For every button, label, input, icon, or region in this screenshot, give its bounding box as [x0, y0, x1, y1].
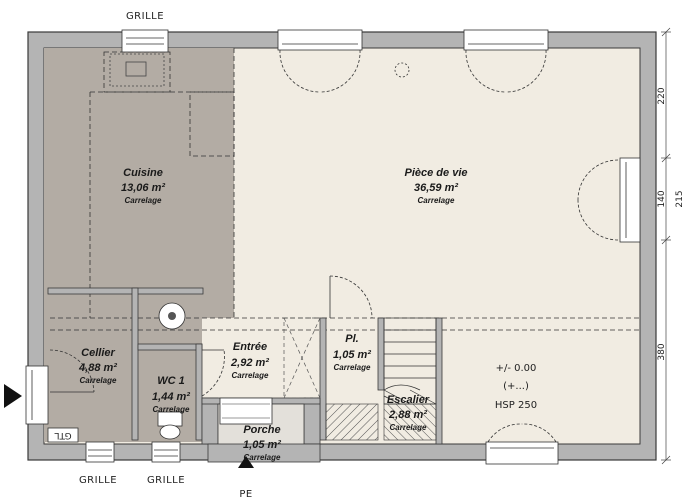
grilles — [85, 29, 181, 463]
ceiling-light — [394, 62, 410, 78]
svg-text:1,44 m²: 1,44 m² — [152, 391, 190, 403]
svg-text:Carrelage: Carrelage — [390, 423, 427, 432]
level-notes: +/- 0.00 (+...) HSP 250 — [495, 363, 537, 411]
dimension-line — [661, 27, 671, 465]
svg-text:+/- 0.00: +/- 0.00 — [496, 363, 537, 374]
svg-text:WC 1: WC 1 — [157, 375, 185, 387]
svg-text:Escalier: Escalier — [387, 394, 430, 406]
entry-door — [219, 397, 273, 425]
boiler — [158, 302, 186, 330]
svg-text:Carrelage: Carrelage — [125, 196, 162, 205]
gtl-box — [47, 427, 79, 443]
pe-label: PE — [239, 489, 252, 500]
grille-label-top: GRILLE — [126, 11, 164, 22]
svg-text:1,05 m²: 1,05 m² — [243, 439, 281, 451]
svg-text:Carrelage: Carrelage — [232, 371, 269, 380]
grille-label-bottom-2: GRILLE — [147, 475, 185, 486]
hob — [109, 53, 165, 87]
svg-text:Carrelage: Carrelage — [418, 196, 455, 205]
svg-text:Cuisine: Cuisine — [123, 167, 163, 179]
svg-text:Carrelage: Carrelage — [153, 405, 190, 414]
svg-text:Entrée: Entrée — [233, 341, 267, 353]
windows — [25, 29, 641, 465]
kitchen-counters — [50, 48, 640, 331]
room-label-escalier: Escalier 2,88 m² Carrelage — [387, 394, 430, 432]
staircase — [383, 317, 437, 405]
hatched-zones — [325, 403, 437, 441]
room-label-entree: Entrée 2,92 m² Carrelage — [230, 341, 269, 380]
room-label-cellier: Cellier 4,88 m² Carrelage — [78, 347, 117, 385]
room-label-porche: Porche 1,05 m² Carrelage — [243, 424, 281, 462]
svg-text:Cellier: Cellier — [81, 347, 115, 359]
svg-text:Carrelage: Carrelage — [80, 376, 117, 385]
svg-text:2,92 m²: 2,92 m² — [230, 357, 269, 369]
service-floor — [44, 48, 234, 442]
svg-text:36,59 m²: 36,59 m² — [414, 182, 458, 194]
svg-text:1,05 m²: 1,05 m² — [333, 349, 371, 361]
room-label-placard: Pl. 1,05 m² Carrelage — [333, 333, 371, 372]
room-label-wc: WC 1 1,44 m² Carrelage — [152, 375, 190, 414]
svg-text:Pl.: Pl. — [345, 333, 358, 345]
gtl-label: GTL — [54, 430, 71, 440]
grille-label-bottom-1: GRILLE — [79, 475, 117, 486]
dimension-380: 380 — [657, 343, 667, 360]
entree-cross — [283, 317, 321, 399]
svg-text:HSP 250: HSP 250 — [495, 400, 537, 411]
svg-text:Pièce de vie: Pièce de vie — [405, 167, 468, 179]
svg-text:4,88 m²: 4,88 m² — [78, 362, 117, 374]
toilet — [157, 411, 183, 440]
svg-text:Carrelage: Carrelage — [244, 453, 281, 462]
dimension-140: 140 — [657, 190, 667, 207]
dimension-215: 215 — [675, 190, 685, 207]
entry-arrows — [4, 384, 254, 468]
room-label-cuisine: Cuisine 13,06 m² Carrelage — [121, 167, 165, 205]
dimension-220: 220 — [657, 87, 667, 104]
svg-text:Porche: Porche — [243, 424, 280, 436]
svg-text:Carrelage: Carrelage — [334, 363, 371, 372]
room-label-piece-de-vie: Pièce de vie 36,59 m² Carrelage — [405, 167, 468, 205]
svg-text:13,06 m²: 13,06 m² — [121, 182, 165, 194]
door-swings — [49, 49, 619, 443]
svg-text:2,88 m²: 2,88 m² — [388, 409, 427, 421]
svg-text:(+...): (+...) — [503, 381, 529, 392]
